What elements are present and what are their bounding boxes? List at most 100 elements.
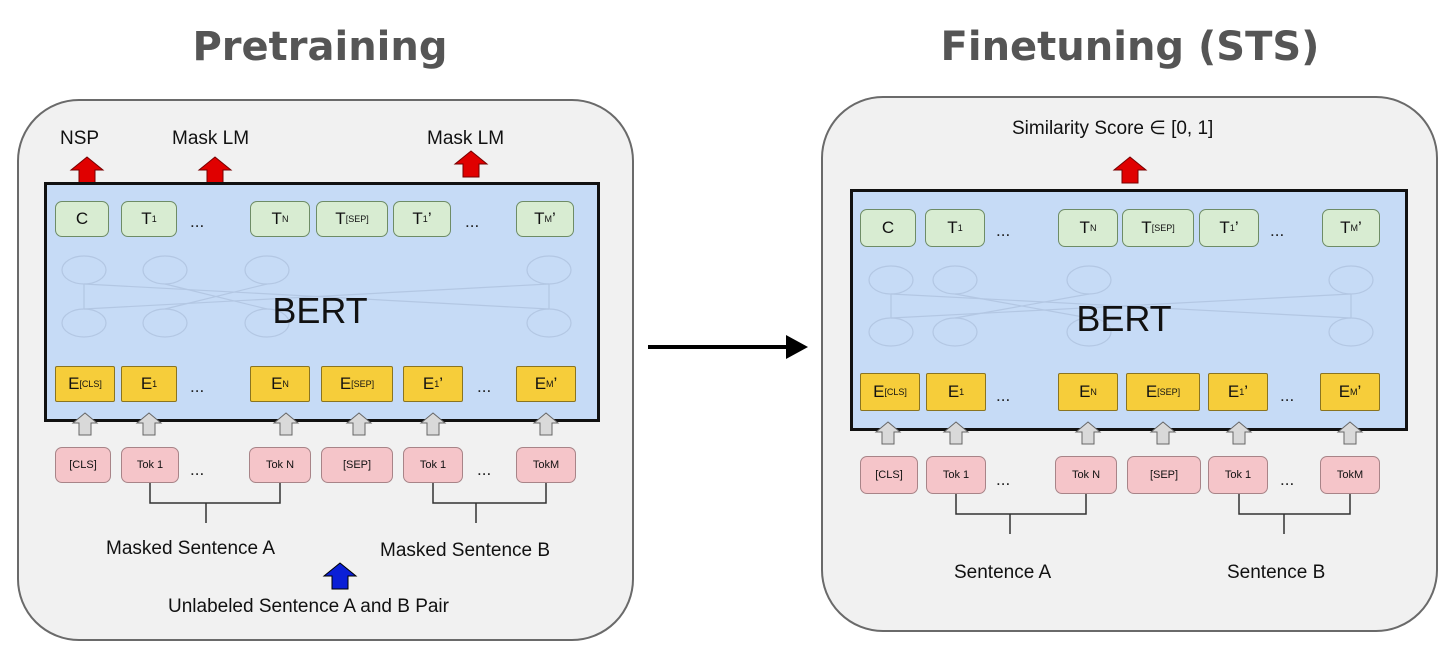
token-text: E xyxy=(1227,382,1240,401)
token-prime: ’ xyxy=(553,374,558,393)
finetuning-title: Finetuning (STS) xyxy=(940,24,1320,70)
input-token-sep: [SEP] xyxy=(321,447,393,483)
token-subscript: 1 xyxy=(152,379,158,389)
token-text: E xyxy=(422,374,435,393)
token-subscript: [CLS] xyxy=(79,379,102,389)
ellipsis: ... xyxy=(190,377,205,396)
token-subscript: 1 xyxy=(422,214,428,224)
ellipsis: ... xyxy=(1280,386,1295,405)
output-token-c: C xyxy=(860,209,916,247)
token-text: T xyxy=(947,218,958,237)
output-token-tsep: T[SEP] xyxy=(316,201,388,237)
sentence-b-label: Sentence B xyxy=(1227,562,1326,583)
input-token-tok1-b: Tok 1 xyxy=(403,447,463,483)
token-text: E xyxy=(140,374,153,393)
transition-arrow-icon xyxy=(648,335,808,359)
input-token-tokn: Tok N xyxy=(1055,456,1117,494)
up-arrow-icon xyxy=(322,562,358,590)
token-subscript: M xyxy=(1350,223,1359,233)
sentence-a-label: Masked Sentence A xyxy=(106,538,275,559)
token-text: E xyxy=(1338,382,1351,401)
token-prime: ’ xyxy=(552,209,556,228)
token-text: C xyxy=(75,209,89,228)
token-prime: ’ xyxy=(1234,218,1239,237)
token-subscript: [SEP] xyxy=(345,214,369,224)
network-connections xyxy=(61,255,572,338)
embedding-sep: E[SEP] xyxy=(321,366,393,402)
up-arrow-icon xyxy=(1112,156,1148,184)
token-prime: ’ xyxy=(1357,382,1362,401)
token-text: T xyxy=(1141,218,1152,237)
token-subscript: 1 xyxy=(151,214,157,224)
pretraining-title: Pretraining xyxy=(192,24,448,70)
ellipsis: ... xyxy=(465,212,480,231)
token-subscript: 1 xyxy=(1229,223,1235,233)
token-text: E xyxy=(873,382,885,401)
input-token-tok1-b: Tok 1 xyxy=(1208,456,1268,494)
sentence-brackets xyxy=(149,483,547,523)
token-text: T xyxy=(412,209,423,228)
ellipsis: ... xyxy=(1280,470,1295,489)
input-token-sep: [SEP] xyxy=(1127,456,1201,494)
token-subscript: M xyxy=(544,214,553,224)
token-text: E xyxy=(1145,382,1158,401)
token-text: E xyxy=(271,374,283,393)
up-arrow-icon xyxy=(453,150,489,178)
sentence-a-label: Sentence A xyxy=(954,562,1052,583)
output-token-tsep: T[SEP] xyxy=(1122,209,1194,247)
pair-label: Unlabeled Sentence A and B Pair xyxy=(168,596,449,617)
token-text: T xyxy=(1219,218,1230,237)
token-subscript: N xyxy=(281,214,289,224)
token-prime: ’ xyxy=(1244,382,1249,401)
ellipsis: ... xyxy=(477,377,492,396)
up-arrow-icon xyxy=(197,156,233,184)
sentence-brackets xyxy=(955,494,1351,534)
token-prime: ’ xyxy=(427,209,432,228)
token-subscript: N xyxy=(1089,223,1097,233)
token-text: E xyxy=(68,374,80,393)
token-subscript: 1 xyxy=(434,379,440,389)
token-prime: ’ xyxy=(1358,218,1362,237)
similarity-score-label: Similarity Score ∈ [0, 1] xyxy=(1012,118,1214,139)
ellipsis: ... xyxy=(996,386,1011,405)
embedding-sep: E[SEP] xyxy=(1126,373,1200,411)
embedding-cls: E[CLS] xyxy=(860,373,920,411)
bert-label: BERT xyxy=(272,290,368,331)
token-text: T xyxy=(141,209,152,228)
up-arrow-icon xyxy=(69,156,105,184)
input-arrows xyxy=(874,421,1364,445)
ellipsis: ... xyxy=(477,460,492,479)
token-subscript: [CLS] xyxy=(884,387,907,397)
token-subscript: 1 xyxy=(1239,387,1245,397)
token-text: E xyxy=(534,374,547,393)
output-token-c: C xyxy=(55,201,109,237)
embedding-cls: E[CLS] xyxy=(55,366,115,402)
token-text: T xyxy=(335,209,346,228)
mask-lm-output-label: Mask LM xyxy=(172,128,250,149)
token-subscript: M xyxy=(546,379,554,389)
nsp-output-label: NSP xyxy=(60,128,100,149)
token-subscript: N xyxy=(282,379,289,389)
sentence-b-label: Masked Sentence B xyxy=(380,540,551,561)
input-token-cls: [CLS] xyxy=(55,447,111,483)
token-text: C xyxy=(881,218,895,237)
ellipsis: ... xyxy=(996,470,1011,489)
token-subscript: [SEP] xyxy=(351,379,375,389)
token-subscript: [SEP] xyxy=(1151,223,1175,233)
ellipsis: ... xyxy=(996,221,1011,240)
input-token-tokn: Tok N xyxy=(249,447,311,483)
